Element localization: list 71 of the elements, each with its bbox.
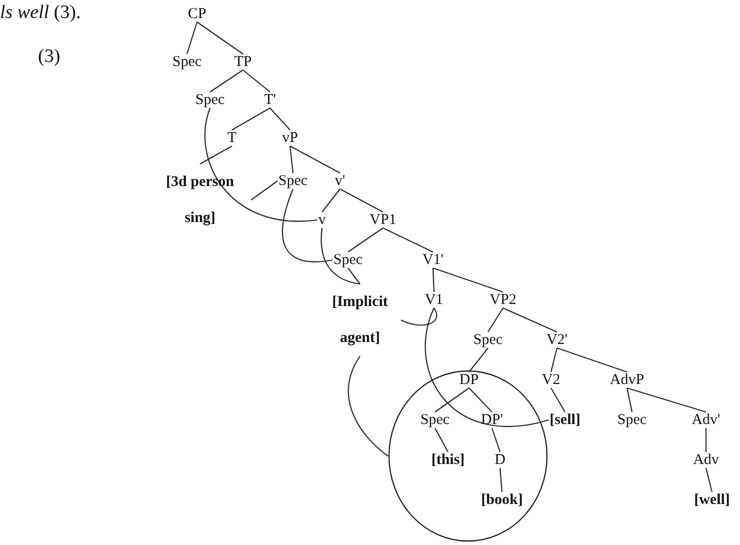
branch-line bbox=[290, 146, 340, 174]
branch-line bbox=[289, 146, 294, 174]
category-label: Spec bbox=[332, 252, 364, 268]
branch-line bbox=[499, 468, 503, 492]
category-label: V1 bbox=[424, 292, 444, 308]
branch-line bbox=[322, 188, 340, 212]
movement-line bbox=[400, 308, 438, 326]
category-label: V2' bbox=[545, 332, 569, 348]
branch-line bbox=[186, 22, 198, 54]
category-label: vP bbox=[281, 130, 299, 146]
branch-line bbox=[432, 268, 435, 292]
branch-line bbox=[270, 108, 290, 130]
branch-line bbox=[434, 388, 470, 412]
category-label: Spec bbox=[419, 412, 451, 428]
category-label: Spec bbox=[194, 92, 226, 108]
category-label: D bbox=[494, 452, 506, 468]
category-label: T bbox=[226, 130, 238, 146]
branch-line bbox=[348, 228, 384, 252]
category-label: T' bbox=[263, 92, 277, 108]
category-label: Adv bbox=[692, 452, 720, 468]
category-label: VP2 bbox=[488, 292, 518, 308]
example-number: (3) bbox=[38, 46, 60, 68]
lexical-item: [this] bbox=[430, 452, 466, 468]
movement-line bbox=[250, 180, 278, 200]
branch-line bbox=[232, 108, 270, 130]
branch-line bbox=[626, 388, 633, 412]
branch-line bbox=[550, 348, 558, 372]
movement-line bbox=[282, 188, 332, 262]
branch-line bbox=[556, 347, 628, 373]
branch-line bbox=[468, 388, 492, 412]
category-label: v' bbox=[334, 173, 346, 189]
category-label: AdvP bbox=[608, 372, 646, 388]
category-label: Spec bbox=[616, 412, 648, 428]
branch-line bbox=[200, 146, 232, 164]
category-label: CP bbox=[186, 6, 208, 22]
category-label: Spec bbox=[171, 54, 203, 70]
lexical-item: [well] bbox=[693, 492, 731, 508]
text-fragment: ls well (3). bbox=[0, 2, 81, 24]
movement-line bbox=[348, 356, 388, 456]
category-label: VP1 bbox=[368, 212, 398, 228]
lexical-item: [book] bbox=[480, 492, 524, 508]
branch-line bbox=[502, 308, 558, 332]
movement-line bbox=[425, 308, 549, 427]
branch-line bbox=[242, 70, 270, 92]
branch-line bbox=[550, 388, 566, 412]
category-label: DP bbox=[458, 372, 480, 388]
branch-line bbox=[488, 308, 504, 332]
branch-line bbox=[626, 387, 706, 413]
branch-line bbox=[705, 428, 707, 452]
category-label: DP' bbox=[480, 412, 504, 428]
branch-line bbox=[196, 22, 244, 54]
category-label: v bbox=[317, 212, 327, 228]
branch-line bbox=[705, 468, 713, 492]
category-label: TP bbox=[233, 54, 253, 70]
movement-line bbox=[320, 228, 360, 285]
category-label: Adv' bbox=[690, 412, 722, 428]
branch-line bbox=[210, 70, 244, 92]
movement-line bbox=[204, 108, 318, 222]
branch-line bbox=[348, 268, 360, 284]
branch-line bbox=[340, 188, 384, 212]
category-label: V2 bbox=[540, 372, 562, 388]
lexical-item: [Implicit agent] bbox=[319, 284, 401, 356]
branch-line bbox=[434, 428, 448, 452]
lexical-item: [sell] bbox=[548, 412, 582, 428]
category-label: Spec bbox=[277, 173, 309, 189]
branch-line bbox=[432, 267, 504, 293]
branch-line bbox=[491, 428, 501, 452]
category-label: Spec bbox=[472, 332, 504, 348]
branch-line bbox=[468, 348, 488, 372]
category-label: V1' bbox=[421, 252, 445, 268]
branch-line bbox=[382, 228, 434, 252]
